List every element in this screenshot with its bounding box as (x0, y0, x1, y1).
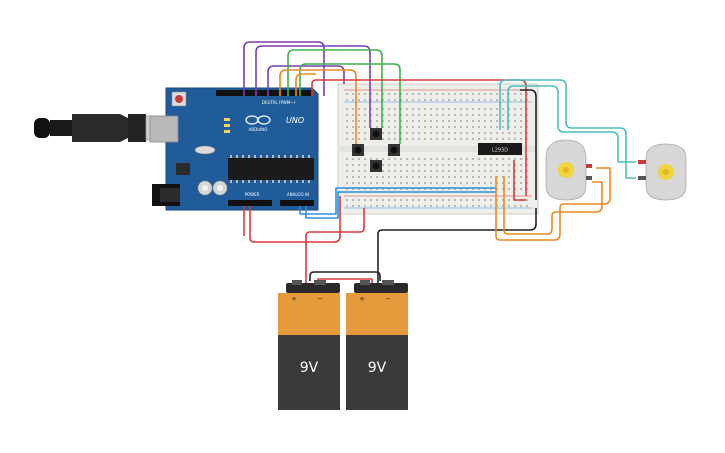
arduino-analog-label: ANALOG IN (287, 192, 309, 197)
push-button-bottom (370, 160, 382, 172)
battery-1-label: 9V (300, 360, 319, 376)
push-button-right (388, 144, 400, 156)
push-buttons (352, 128, 400, 172)
battery-2-plus: + (359, 295, 365, 303)
arduino-digital-label: DIGITAL (PWM~) (262, 100, 296, 105)
battery-1-minus: − (317, 295, 323, 303)
arduino-brand-label: ARDUINO (249, 127, 268, 132)
push-button-top (370, 128, 382, 140)
motor-driver-chip: L293D (478, 143, 522, 155)
motor-driver-chip-label: L293D (492, 148, 508, 154)
arduino-board: ARDUINO UNO DIGITAL (PWM~) POWER ANALOG … (149, 87, 319, 211)
battery-2: + − 9V (346, 280, 408, 410)
arduino-power-label: POWER (245, 192, 260, 197)
dc-motor-left (545, 139, 592, 201)
wires (243, 41, 636, 285)
arduino-logo-icon (245, 115, 271, 125)
push-button-left (352, 144, 364, 156)
battery-1-plus: + (291, 295, 297, 303)
usb-cable (34, 114, 169, 142)
battery-1: + − 9V (278, 280, 340, 410)
battery-2-minus: − (385, 295, 391, 303)
dc-motor-right (638, 143, 687, 201)
battery-2-label: 9V (368, 360, 387, 376)
arduino-board-label: UNO (286, 116, 304, 125)
